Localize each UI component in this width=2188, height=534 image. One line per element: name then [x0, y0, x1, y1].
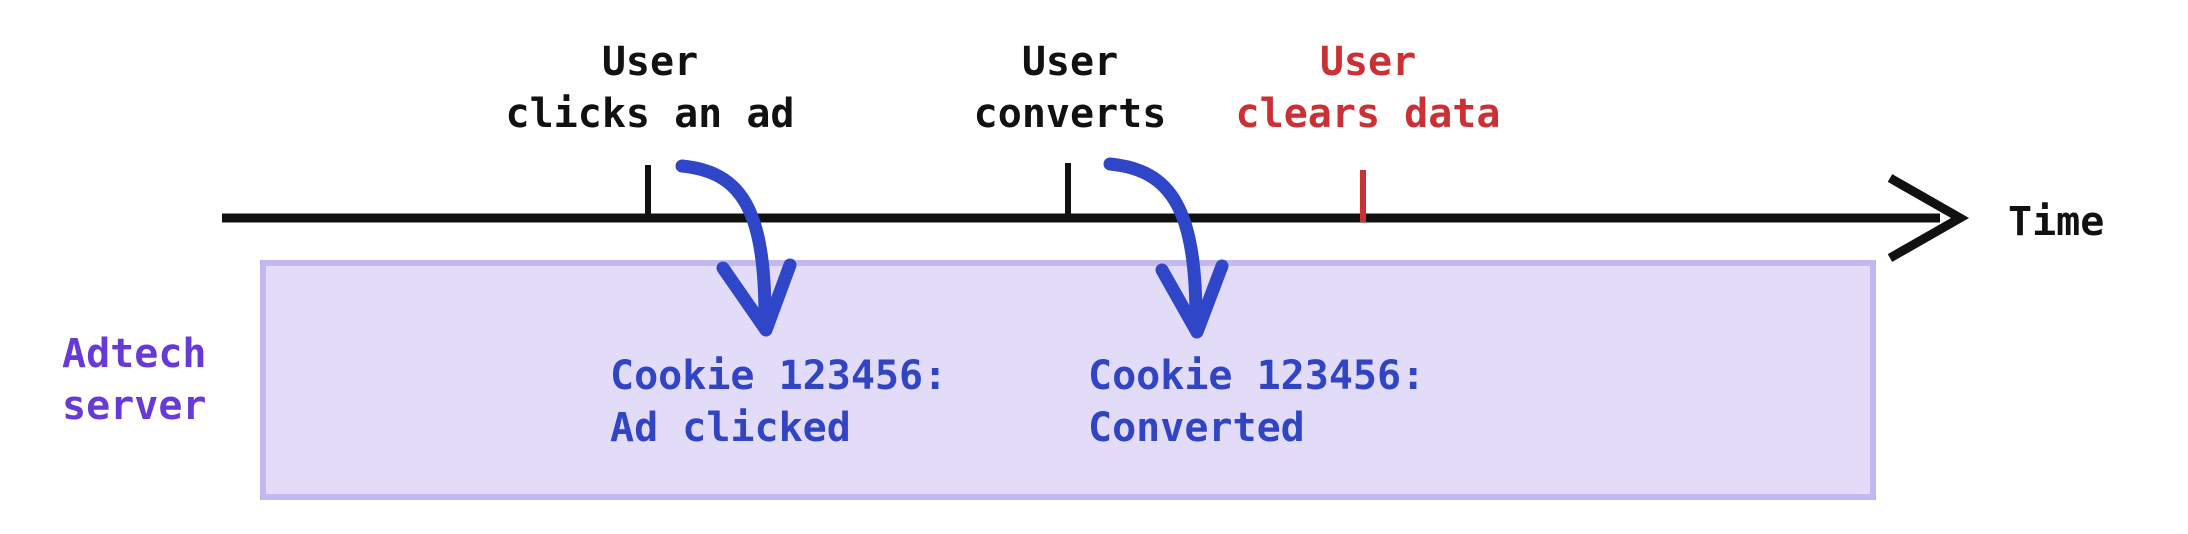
server-log-entry-ad-clicked-line1: Cookie 123456: — [610, 353, 948, 399]
server-log-entry-ad-clicked: Cookie 123456: Ad clicked — [610, 350, 947, 454]
adtech-server-label-line1: Adtech — [62, 331, 207, 377]
server-log-entry-converted-line2: Converted — [1088, 405, 1305, 451]
adtech-server-label-line2: server — [62, 383, 207, 429]
adtech-server-label: Adtech server — [62, 328, 207, 432]
curved-arrow-conversion — [1103, 157, 1203, 327]
event-label-conversion-line2: converts — [973, 91, 1167, 137]
curved-arrow-conversion-head-icon — [1155, 259, 1229, 339]
curved-arrow-ad-click — [675, 159, 772, 325]
event-label-ad-click-line1: User — [601, 39, 699, 85]
event-label-clear-data: User clears data — [1236, 36, 1501, 140]
event-label-ad-click-line2: clicks an ad — [505, 91, 795, 137]
event-label-conversion-line1: User — [1021, 39, 1119, 85]
curved-arrow-ad-click-head-icon — [716, 258, 797, 337]
server-log-entry-ad-clicked-line2: Ad clicked — [610, 405, 851, 451]
event-label-conversion: User converts — [974, 36, 1167, 140]
server-log-entry-converted: Cookie 123456: Converted — [1088, 350, 1425, 454]
event-label-ad-click: User clicks an ad — [506, 36, 795, 140]
adtech-server-band — [260, 260, 1876, 500]
event-label-clear-data-line2: clears data — [1235, 91, 1501, 137]
server-log-entry-converted-line1: Cookie 123456: — [1088, 353, 1426, 399]
time-axis-label: Time — [2008, 199, 2105, 245]
event-label-clear-data-line1: User — [1319, 39, 1417, 85]
timeline-arrowhead-icon — [1887, 174, 1970, 262]
